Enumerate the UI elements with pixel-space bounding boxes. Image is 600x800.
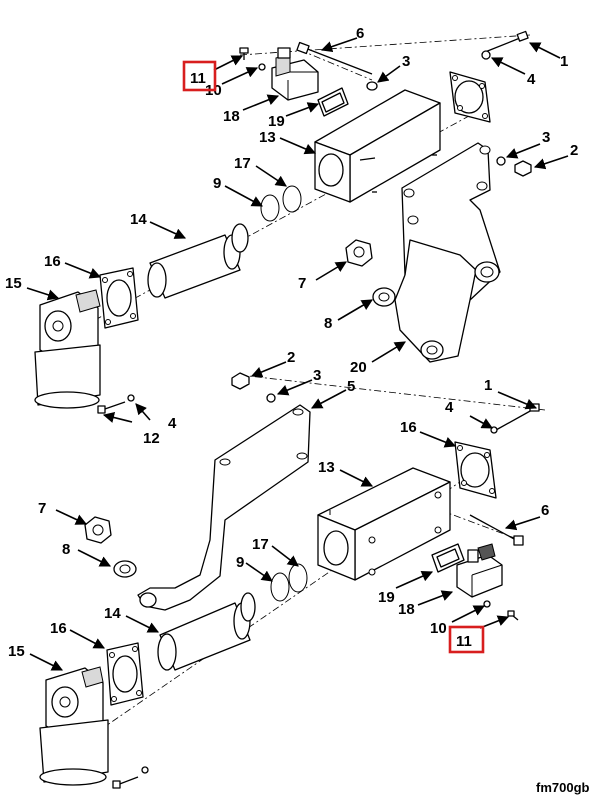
callout-17: 17 [234,155,251,172]
callout-13: 13 [318,459,335,476]
figure-id: fm700gb [536,780,590,795]
solenoid [456,543,503,598]
actuator-motor [34,289,101,409]
callout-4: 4 [527,71,536,88]
washer [266,393,276,403]
bolt [112,776,139,789]
washer [258,63,266,71]
callout-14: 14 [130,211,147,228]
spool [147,223,249,299]
callout-6: 6 [356,25,364,42]
screw [239,47,249,60]
washer [496,156,506,166]
washer [366,81,378,91]
washer [141,766,149,774]
callout-18: 18 [223,108,240,125]
gasket [99,267,139,329]
callout-16: 16 [400,419,417,436]
mounting-bracket [137,404,311,611]
callout-14: 14 [104,605,121,622]
callout-3: 3 [402,53,410,70]
highlight-box [182,60,217,92]
callout-16: 16 [50,620,67,637]
callout-5: 5 [347,378,355,395]
spool [157,592,256,671]
callout-1: 1 [484,377,492,394]
callout-8: 8 [324,315,332,332]
callout-3: 3 [542,129,550,146]
long-bolt [469,514,524,546]
callout-16: 16 [44,253,61,270]
flat-washer [113,560,137,578]
callouts-bottom: 1 2 3 4 5 6 7 8 9 10 11 13 14 15 16 16 [8,349,549,671]
highlight-box [448,625,485,654]
long-bolt [296,41,373,75]
gasket-small [431,543,465,573]
nut [514,160,532,177]
o-ring [288,563,308,593]
callout-18: 18 [398,601,415,618]
flat-washer [372,287,396,307]
washer [127,394,135,402]
callout-4: 4 [445,399,454,416]
callout-4: 4 [168,415,177,432]
callout-15: 15 [8,643,25,660]
callout-13: 13 [259,129,276,146]
solenoid [271,47,319,101]
bottom-assembly [39,372,546,789]
mounting-bracket [394,142,501,363]
callout-1: 1 [560,53,568,70]
o-ring [282,185,302,213]
callout-11: 11 [190,70,206,87]
callout-19: 19 [268,113,285,130]
callout-15: 15 [5,275,22,292]
large-nut [84,516,112,544]
screw [507,610,519,621]
callout-9: 9 [213,175,221,192]
callout-7: 7 [298,275,306,292]
nut [231,372,250,390]
callout-7: 7 [38,500,46,517]
large-nut [345,239,373,267]
bolt [97,401,126,414]
gasket [454,441,497,499]
callout-2: 2 [287,349,295,366]
callout-9: 9 [236,554,244,571]
bolt [495,403,540,431]
callout-10: 10 [430,620,447,637]
o-ring [260,194,280,222]
callout-19: 19 [378,589,395,606]
callout-8: 8 [62,541,70,558]
gasket [106,642,144,706]
bolt [484,30,529,53]
gasket [449,71,491,123]
callout-2: 2 [570,142,578,159]
actuator-motor [39,666,109,786]
washer [481,50,491,60]
callout-12: 12 [143,430,160,447]
callout-6: 6 [541,502,549,519]
o-ring [270,572,290,602]
valve-body [314,89,441,203]
valve-body [317,467,451,581]
gasket-small [317,87,349,117]
top-assembly [34,30,532,414]
callout-11: 11 [456,633,472,650]
callout-17: 17 [252,536,269,553]
washer [483,600,491,608]
callout-20: 20 [350,359,367,376]
callouts-top: 1 2 3 3 4 6 7 8 9 10 11 12 13 14 15 16 [5,25,578,447]
callout-3: 3 [313,367,321,384]
